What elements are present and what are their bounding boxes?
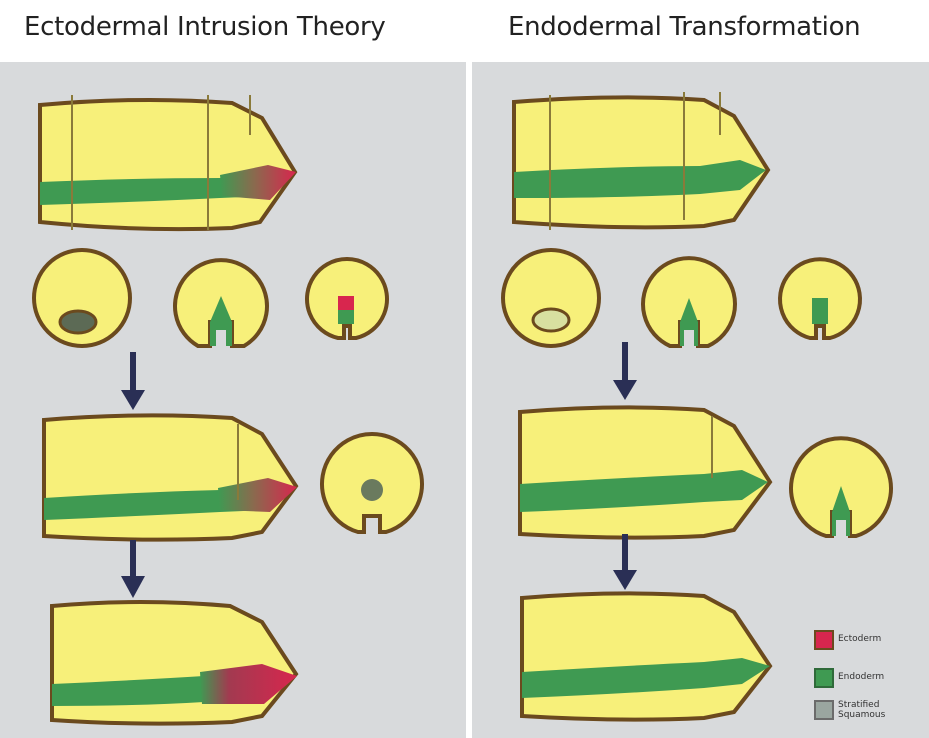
- shaft-left-1: [40, 95, 296, 230]
- cross-section-right-1: [503, 250, 599, 346]
- arrow-down-icon: [613, 534, 637, 590]
- legend-label-endoderm: Endoderm: [838, 672, 884, 682]
- legend-swatch-endoderm: [814, 668, 834, 688]
- cross-section-left-3: [307, 259, 387, 338]
- shaft-left-3: [52, 602, 297, 724]
- arrow-down-icon: [121, 352, 145, 410]
- shaft-left-2: [44, 415, 297, 539]
- legend-label-stratified-squamous: Stratified Squamous: [838, 700, 918, 720]
- shaft-right-2: [520, 407, 770, 537]
- cross-section-right-3: [780, 259, 860, 338]
- arrow-down-icon: [121, 540, 145, 598]
- legend-swatch-ectoderm: [814, 630, 834, 650]
- legend-swatch-stratified-squamous: [814, 700, 834, 720]
- shaft-right-3: [522, 593, 770, 719]
- cross-section-right-4: [791, 438, 891, 536]
- cross-section-left-1: [34, 250, 130, 346]
- cross-section-left-2: [175, 260, 267, 346]
- arrow-down-icon: [613, 342, 637, 400]
- cross-section-left-4: [322, 434, 422, 532]
- shaft-right-1: [514, 92, 768, 230]
- cross-section-right-2: [643, 258, 735, 346]
- legend-label-ectoderm: Ectoderm: [838, 634, 881, 644]
